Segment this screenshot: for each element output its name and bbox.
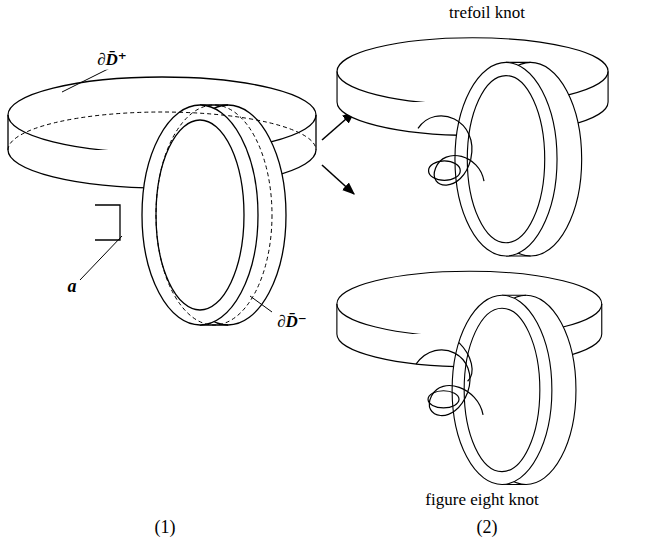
band-pair: [337, 271, 602, 484]
arrow: [322, 165, 354, 194]
figure-title: figure eight knot: [423, 491, 540, 510]
part-label: ∂D̄⁺: [95, 51, 129, 70]
boundary-plus-dashed: [8, 112, 316, 150]
leader-line: [250, 296, 272, 312]
figure-eight-figure: [337, 271, 602, 484]
twist-loop: [429, 161, 461, 180]
figure-one: [8, 64, 316, 325]
trefoil-figure: [337, 38, 608, 256]
part-label: ∂D̄⁻: [275, 313, 309, 332]
band-pair: [8, 77, 316, 325]
leader-line: [80, 236, 122, 280]
band-pair: [337, 38, 608, 256]
panel-number: (2): [475, 518, 500, 538]
figure-title: trefoil knot: [447, 4, 527, 23]
part-label: a: [66, 277, 79, 297]
panel-number: (1): [153, 518, 178, 538]
twist-loop: [428, 391, 459, 408]
tab-arc: [95, 205, 120, 240]
twisted-band: [418, 116, 484, 185]
twist-line: [459, 343, 472, 382]
boundary-minus-dashed: [156, 105, 272, 325]
twisted-band: [416, 350, 483, 416]
